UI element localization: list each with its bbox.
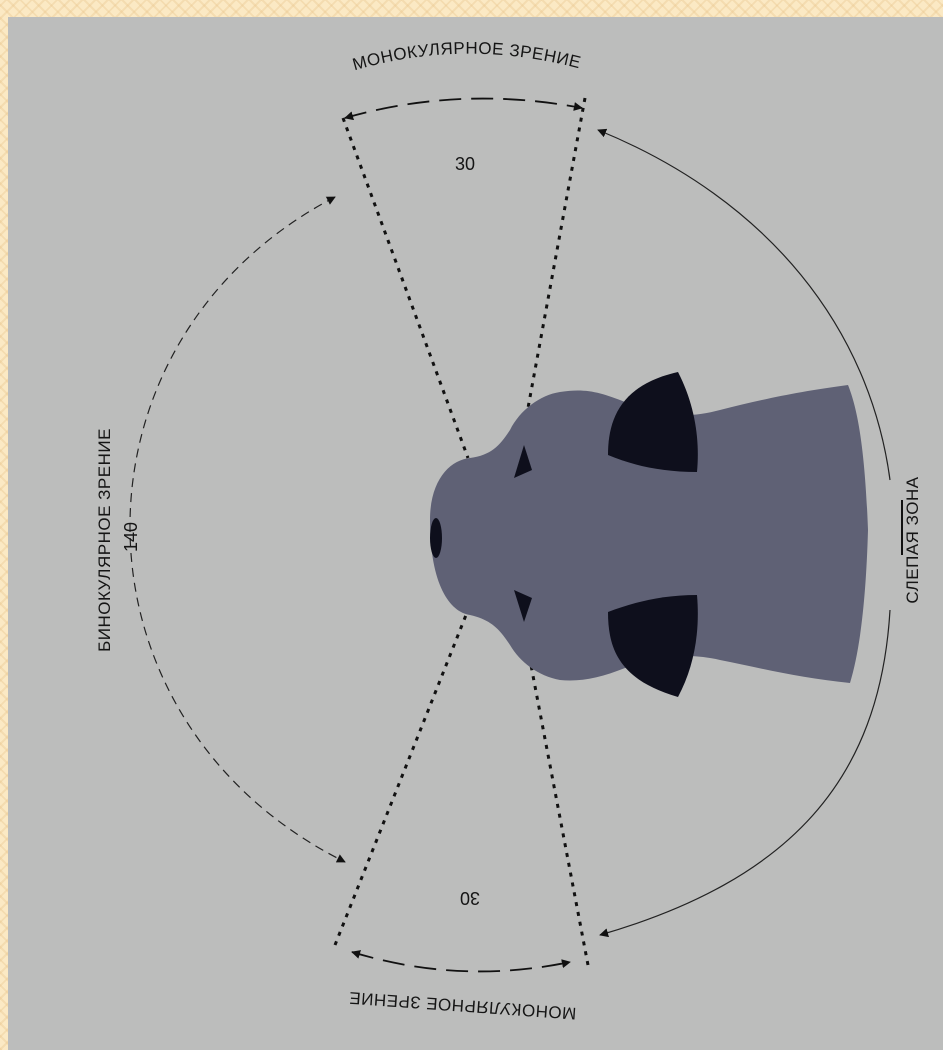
angle-label-bottom: 30 — [460, 888, 480, 908]
monocular-vision-top-label: МОНОКУЛЯРНОЕ ЗРЕНИЕ — [350, 39, 583, 75]
monocular-bottom-arc — [352, 952, 570, 971]
fov-line-2 — [528, 98, 585, 408]
angle-label-top: 30 — [455, 154, 475, 174]
monocular-top-arc — [345, 99, 582, 118]
fov-line-4 — [530, 660, 588, 965]
animal-head — [430, 372, 868, 697]
angle-label-binocular: 140 — [121, 522, 141, 552]
binocular-field-arc — [130, 197, 345, 862]
nose — [430, 518, 442, 558]
binocular-vision-label: БИНОКУЛЯРНОЕ ЗРЕНИЕ — [95, 428, 114, 652]
fov-line-3 — [335, 605, 470, 945]
ear-upper — [608, 372, 698, 472]
monocular-vision-bottom-label: МОНОКУЛЯРНОЕ ЗРЕНИЕ — [348, 988, 577, 1023]
ear-lower — [608, 595, 698, 697]
fov-line-1 — [343, 118, 468, 458]
blind-zone-label: СЛЕПАЯ ЗОНА — [903, 476, 922, 603]
